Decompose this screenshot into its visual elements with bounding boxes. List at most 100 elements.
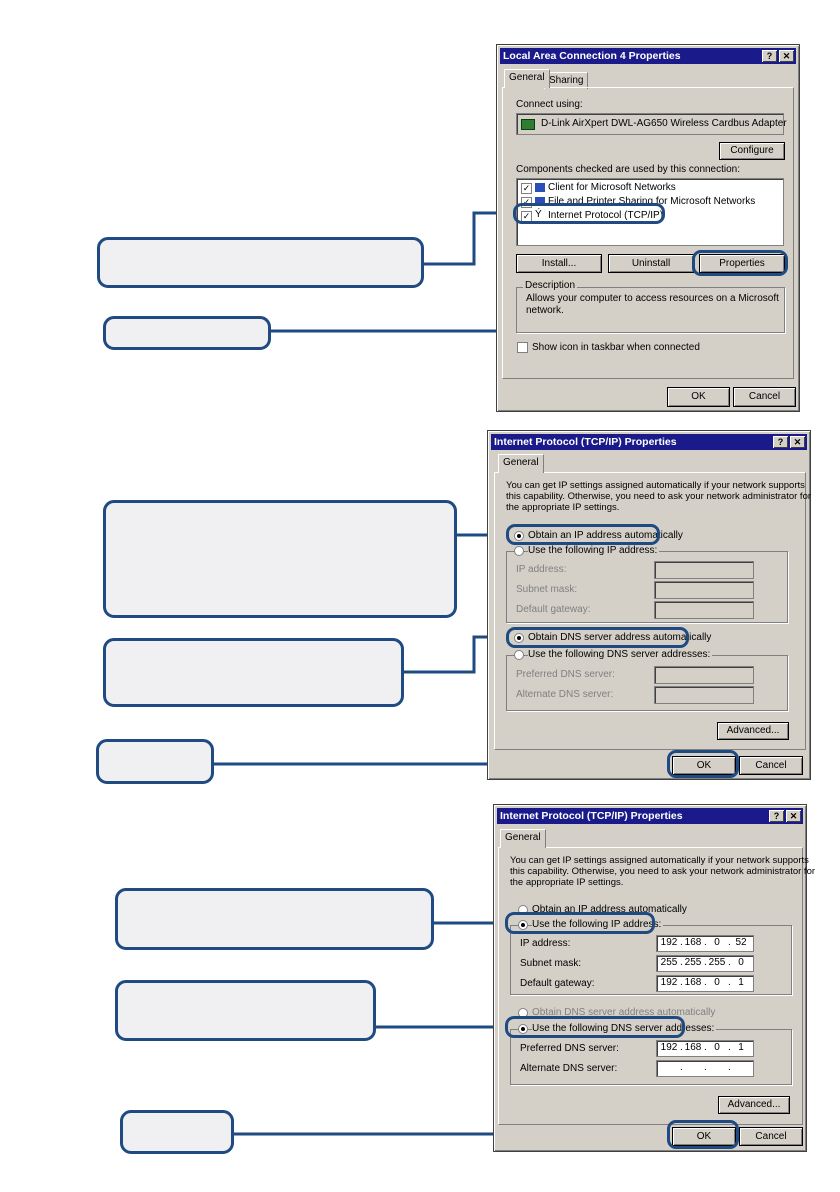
components-list[interactable]: ✓ Client for Microsoft Networks ✓ File a…: [516, 178, 784, 246]
use-following-ip-label[interactable]: Use the following IP address:: [532, 919, 664, 930]
use-following-dns-label[interactable]: Use the following DNS server addresses:: [532, 1023, 717, 1034]
intro-text-1: You can get IP settings assigned automat…: [506, 480, 805, 491]
properties-button[interactable]: Properties: [699, 254, 785, 273]
tab-panel: [494, 472, 806, 750]
preferred-dns-field: [654, 666, 754, 684]
uninstall-button[interactable]: Uninstall: [608, 254, 694, 273]
preferred-dns-label: Preferred DNS server:: [520, 1043, 619, 1054]
obtain-dns-auto-label[interactable]: Obtain DNS server address automatically: [528, 632, 712, 643]
use-following-ip-radio[interactable]: [518, 920, 528, 930]
use-following-dns-label[interactable]: Use the following DNS server addresses:: [528, 649, 713, 660]
ip-dot: .: [704, 957, 707, 968]
client-checkbox[interactable]: ✓: [521, 183, 532, 194]
ip-octet: 0: [738, 957, 744, 968]
network-adapter-icon: [521, 119, 535, 130]
ip-dot: .: [680, 1062, 683, 1073]
ip-octet: 0: [714, 1042, 720, 1053]
close-button[interactable]: ✕: [779, 50, 794, 62]
intro-text-3: the appropriate IP settings.: [510, 877, 624, 888]
callout-box: [120, 1110, 234, 1154]
advanced-button[interactable]: Advanced...: [717, 722, 789, 740]
ok-button[interactable]: OK: [667, 387, 730, 407]
help-button[interactable]: ?: [769, 810, 784, 822]
obtain-dns-auto-radio: [518, 1008, 528, 1018]
ip-octet: 168: [684, 1042, 702, 1053]
ip-octet: 192: [660, 1042, 678, 1053]
alternate-dns-field[interactable]: . . .: [656, 1060, 754, 1077]
configure-button[interactable]: Configure: [719, 142, 785, 160]
tab-general[interactable]: General: [504, 69, 550, 88]
use-following-ip-label[interactable]: Use the following IP address:: [528, 545, 660, 556]
file-sharing-checkbox[interactable]: ✓: [521, 197, 532, 208]
tab-general[interactable]: General: [500, 829, 546, 848]
component-tcpip[interactable]: Internet Protocol (TCP/IP): [548, 210, 664, 221]
component-file-sharing[interactable]: File and Printer Sharing for Microsoft N…: [548, 196, 756, 207]
advanced-button[interactable]: Advanced...: [718, 1096, 790, 1114]
close-button[interactable]: ✕: [786, 810, 801, 822]
subnet-mask-field[interactable]: 255 . 255 . 255 . 0: [656, 955, 754, 972]
dialog-title-bar: Internet Protocol (TCP/IP) Properties ? …: [491, 434, 807, 450]
default-gateway-label: Default gateway:: [516, 604, 591, 615]
ip-dot: .: [728, 977, 731, 988]
callout-box: [96, 739, 214, 784]
preferred-dns-label: Preferred DNS server:: [516, 669, 615, 680]
ok-button[interactable]: OK: [672, 756, 736, 775]
ip-dot: .: [704, 937, 707, 948]
client-network-icon: [535, 183, 545, 192]
alternate-dns-field: [654, 686, 754, 704]
ip-octet: 1: [738, 1042, 744, 1053]
ip-dot: .: [704, 1062, 707, 1073]
use-following-dns-radio[interactable]: [518, 1024, 528, 1034]
install-button[interactable]: Install...: [516, 254, 602, 273]
tab-general[interactable]: General: [498, 454, 544, 473]
description-label: Description: [523, 280, 578, 291]
callout-box: [103, 500, 457, 618]
ip-octet: 52: [735, 937, 747, 948]
ip-octet: 168: [684, 937, 702, 948]
ip-dot: .: [728, 1062, 731, 1073]
obtain-ip-auto-label[interactable]: Obtain an IP address automatically: [532, 904, 687, 915]
ip-address-label: IP address:: [520, 938, 571, 949]
callout-box: [103, 316, 271, 350]
ip-octet: 0: [714, 937, 720, 948]
ip-address-label: IP address:: [516, 564, 567, 575]
help-button[interactable]: ?: [762, 50, 777, 62]
ip-octet: 255: [660, 957, 678, 968]
obtain-dns-auto-radio[interactable]: [514, 633, 524, 643]
tcpip-checkbox[interactable]: ✓: [521, 211, 532, 222]
show-icon-label[interactable]: Show icon in taskbar when connected: [532, 342, 700, 353]
preferred-dns-field[interactable]: 192 . 168 . 0 . 1: [656, 1040, 754, 1057]
obtain-ip-auto-radio[interactable]: [518, 905, 528, 915]
cancel-button[interactable]: Cancel: [739, 1127, 803, 1146]
help-button[interactable]: ?: [773, 436, 788, 448]
intro-text-3: the appropriate IP settings.: [506, 502, 620, 513]
subnet-mask-label: Subnet mask:: [516, 584, 578, 595]
ip-dot: .: [704, 1042, 707, 1053]
description-text-1: Allows your computer to access resources…: [526, 293, 779, 304]
ip-address-field[interactable]: 192 . 168 . 0 . 52: [656, 935, 754, 952]
tab-panel: [498, 847, 803, 1125]
dialog-title: Internet Protocol (TCP/IP) Properties: [494, 436, 677, 448]
ip-dot: .: [680, 957, 683, 968]
cancel-button[interactable]: Cancel: [739, 756, 803, 775]
adapter-name: D-Link AirXpert DWL-AG650 Wireless Cardb…: [541, 118, 787, 129]
ip-octet: 255: [708, 957, 726, 968]
close-button[interactable]: ✕: [790, 436, 805, 448]
default-gateway-field[interactable]: 192 . 168 . 0 . 1: [656, 975, 754, 992]
ok-button[interactable]: OK: [672, 1127, 736, 1146]
obtain-ip-auto-radio[interactable]: [514, 531, 524, 541]
component-client[interactable]: Client for Microsoft Networks: [548, 182, 676, 193]
obtain-ip-auto-label[interactable]: Obtain an IP address automatically: [528, 530, 683, 541]
file-sharing-icon: [535, 197, 545, 206]
cancel-button[interactable]: Cancel: [733, 387, 796, 407]
intro-text-1: You can get IP settings assigned automat…: [510, 855, 809, 866]
dialog-title: Local Area Connection 4 Properties: [503, 50, 681, 62]
ip-octet: 0: [714, 977, 720, 988]
ip-octet: 168: [684, 977, 702, 988]
ip-dot: .: [680, 937, 683, 948]
connect-using-label: Connect using:: [516, 99, 583, 110]
use-following-dns-radio[interactable]: [514, 650, 524, 660]
show-icon-checkbox[interactable]: [517, 342, 528, 353]
use-following-ip-radio[interactable]: [514, 546, 524, 556]
components-label: Components checked are used by this conn…: [516, 164, 741, 175]
